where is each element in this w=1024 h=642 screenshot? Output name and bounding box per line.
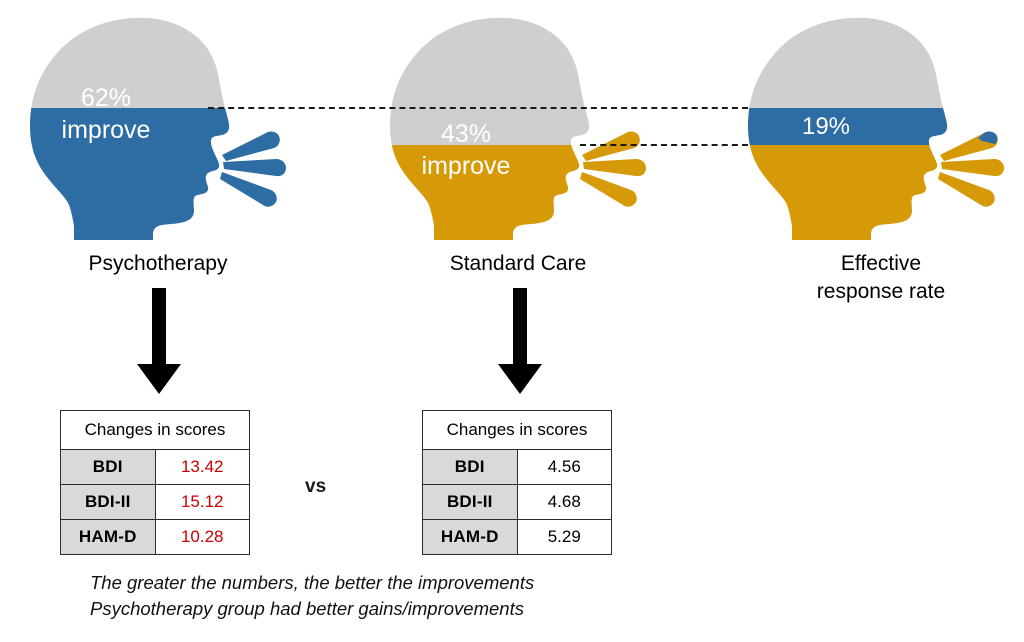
head-caption-standard-care: Standard Care bbox=[449, 252, 587, 275]
head-silhouette-effective-response-rate bbox=[748, 17, 1004, 240]
footnote-text: The greater the numbers, the better the … bbox=[90, 572, 535, 620]
row-value-bdi-ii: 15.12 bbox=[154, 484, 250, 520]
head-silhouette-psychotherapy bbox=[30, 17, 286, 240]
head-blue-region-1 bbox=[30, 108, 230, 240]
row-label-bdi: BDI bbox=[60, 449, 156, 485]
speech-rays-effective-response-rate bbox=[938, 131, 1004, 207]
scores-table-psychotherapy: Changes in scores BDI 13.42 BDI-II 15.12… bbox=[60, 410, 250, 555]
head-silhouette-standard-care bbox=[390, 17, 646, 240]
head-gold-region-2 bbox=[390, 145, 590, 240]
head-caption-effective-response-rate: Effective response rate bbox=[816, 252, 946, 303]
table-header-row: Changes in scores bbox=[422, 410, 612, 450]
table-row: HAM-D 10.28 bbox=[60, 519, 250, 555]
head-figure-effective-response-rate: 19% bbox=[726, 0, 1024, 240]
head-gray-region-3 bbox=[748, 17, 948, 108]
speech-rays-standard-care bbox=[580, 131, 646, 207]
head-figure-psychotherapy: 62% improve bbox=[8, 0, 338, 240]
head-gray-region-1 bbox=[30, 17, 230, 108]
arrow-down-standard-care bbox=[498, 288, 542, 394]
row-label-bdi-ii: BDI-II bbox=[60, 484, 156, 520]
row-label-bdi: BDI bbox=[422, 449, 518, 485]
head-fill-regions-2 bbox=[390, 17, 590, 240]
scores-table-standard-care: Changes in scores BDI 4.56 BDI-II 4.68 H… bbox=[422, 410, 612, 555]
row-label-ham-d: HAM-D bbox=[60, 519, 156, 555]
dashed-connector-line-top bbox=[208, 107, 748, 109]
table-row: HAM-D 5.29 bbox=[422, 519, 612, 555]
row-value-bdi-ii: 4.68 bbox=[516, 484, 612, 520]
table-header-row: Changes in scores bbox=[60, 410, 250, 450]
dashed-connector-line-bottom bbox=[580, 144, 748, 146]
table-row: BDI 4.56 bbox=[422, 449, 612, 485]
row-label-ham-d: HAM-D bbox=[422, 519, 518, 555]
head-blue-band-3 bbox=[748, 108, 948, 145]
head-gray-region-2 bbox=[390, 17, 590, 145]
table-header-title: Changes in scores bbox=[60, 410, 250, 450]
table-row: BDI-II 4.68 bbox=[422, 484, 612, 520]
row-value-ham-d: 10.28 bbox=[154, 519, 250, 555]
head-figure-standard-care: 43% improve bbox=[368, 0, 698, 240]
row-value-ham-d: 5.29 bbox=[516, 519, 612, 555]
row-value-bdi: 4.56 bbox=[516, 449, 612, 485]
speech-rays-psychotherapy bbox=[220, 131, 286, 207]
arrow-down-psychotherapy bbox=[137, 288, 181, 394]
table-row: BDI-II 15.12 bbox=[60, 484, 250, 520]
versus-label: vs bbox=[305, 476, 327, 497]
table-header-title: Changes in scores bbox=[422, 410, 612, 450]
head-fill-regions-1 bbox=[30, 17, 230, 240]
row-value-bdi: 13.42 bbox=[154, 449, 250, 485]
row-label-bdi-ii: BDI-II bbox=[422, 484, 518, 520]
head-fill-regions-3 bbox=[748, 17, 948, 240]
table-row: BDI 13.42 bbox=[60, 449, 250, 485]
head-caption-psychotherapy: Psychotherapy bbox=[88, 252, 228, 275]
